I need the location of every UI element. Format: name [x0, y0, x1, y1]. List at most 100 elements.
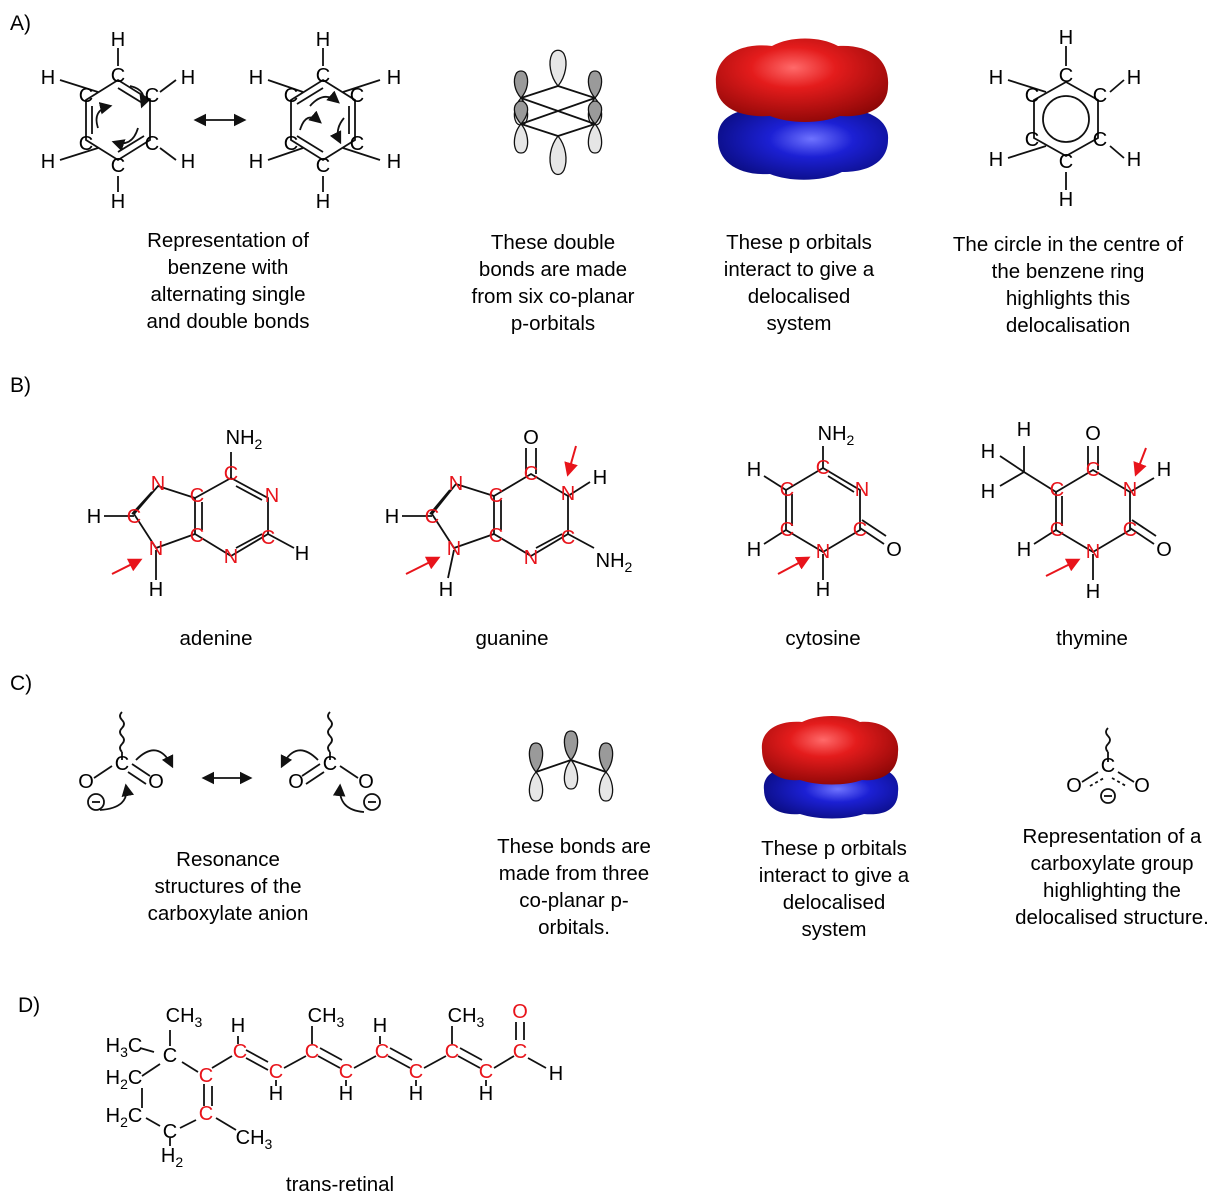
atom-label: H — [181, 151, 195, 173]
atom-label: H — [479, 1083, 493, 1105]
atom-label: H — [593, 467, 607, 489]
atom-label-red: C — [816, 457, 830, 479]
atom-label: H — [1086, 581, 1100, 603]
atom-label-red: C — [489, 525, 503, 547]
panel-label-c: C) — [10, 672, 32, 695]
caption-adenine: adenine — [180, 627, 253, 650]
atom-label: C — [350, 133, 364, 155]
atom-label-red: C — [269, 1061, 283, 1083]
atom-label: H — [1127, 67, 1141, 89]
atom-label: H — [1157, 459, 1171, 481]
atom-label-red: C — [853, 519, 867, 541]
atom-label: H — [439, 579, 453, 601]
atom-label-red: C — [1050, 519, 1064, 541]
atom-label: C — [316, 65, 330, 87]
atom-label: H — [981, 481, 995, 503]
atom-label-red: O — [512, 1001, 528, 1023]
atom-label: H2 — [161, 1145, 183, 1170]
atom-label: C — [1093, 129, 1107, 151]
atom-label: C — [79, 85, 93, 107]
atom-label-red: C — [1050, 479, 1064, 501]
atom-label-red: C — [375, 1041, 389, 1063]
atom-label: C — [316, 155, 330, 177]
panel-label-a: A) — [10, 12, 31, 35]
atom-label: C — [79, 133, 93, 155]
atom-label: H3C — [106, 1035, 143, 1060]
atom-label-red: C — [199, 1065, 213, 1087]
atom-label: C — [284, 85, 298, 107]
atom-label-red: C — [409, 1061, 423, 1083]
atom-label: H — [387, 151, 401, 173]
atom-label: NH2 — [226, 427, 263, 452]
atom-label-red: C — [1123, 519, 1137, 541]
caption-cytosine: cytosine — [785, 627, 860, 650]
atom-label: H — [549, 1063, 563, 1085]
atom-label: H — [231, 1015, 245, 1037]
atom-label-red: C — [561, 527, 575, 549]
atom-label: H — [111, 29, 125, 51]
atom-label: O — [358, 771, 374, 793]
atom-label: H — [111, 191, 125, 213]
atom-label: H — [181, 67, 195, 89]
atom-label-red: C — [479, 1061, 493, 1083]
atom-label-red: C — [780, 519, 794, 541]
atom-label: H — [1059, 189, 1073, 211]
atom-label: C — [1025, 129, 1039, 151]
atom-label: O — [1156, 539, 1172, 561]
atom-label-red: N — [561, 483, 575, 505]
p-orbitals-six — [513, 49, 603, 176]
atom-label: H — [816, 579, 830, 601]
atom-label: H — [269, 1083, 283, 1105]
carboxylate-resonance-1 — [87, 711, 174, 811]
atom-label: H — [295, 543, 309, 565]
atom-label: CH3 — [448, 1005, 485, 1030]
atom-label-red: N — [1086, 541, 1100, 563]
atom-label: C — [163, 1045, 177, 1067]
atom-label-red: C — [513, 1041, 527, 1063]
benzene-delocalised-circle — [1007, 46, 1125, 190]
caption-trans-retinal: trans-retinal — [286, 1173, 394, 1194]
atom-label-red: C — [261, 527, 275, 549]
atom-label: H — [1017, 419, 1031, 441]
atom-label-red: C — [190, 485, 204, 507]
atom-label: H — [339, 1083, 353, 1105]
atom-label: H — [981, 441, 995, 463]
p-orbitals-three — [528, 730, 614, 802]
atom-label: O — [1066, 775, 1082, 797]
atom-label-red: N — [1123, 479, 1137, 501]
atom-label: H — [41, 67, 55, 89]
atom-label: H — [373, 1015, 387, 1037]
atom-label: C — [1059, 65, 1073, 87]
atom-label: C — [323, 753, 337, 775]
atom-label-red: C — [425, 506, 439, 528]
panel-label-d: D) — [18, 994, 40, 1017]
atom-label: H — [747, 539, 761, 561]
carboxylate-resonance-2 — [280, 711, 381, 813]
atom-label: H — [409, 1083, 423, 1105]
atom-label: O — [1085, 423, 1101, 445]
atom-label-red: C — [224, 463, 238, 485]
carboxylate-delocalised — [1081, 727, 1135, 804]
thymine-structure — [999, 446, 1157, 580]
atom-label: H — [249, 67, 263, 89]
atom-label: O — [78, 771, 94, 793]
atom-label: C — [115, 753, 129, 775]
atom-label: H2C — [106, 1105, 143, 1130]
atom-label-red: N — [149, 538, 163, 560]
atom-label-red: C — [190, 525, 204, 547]
atom-label: H — [87, 506, 101, 528]
atom-label: C — [145, 85, 159, 107]
atom-label-red: C — [127, 506, 141, 528]
atom-label-red: C — [305, 1041, 319, 1063]
atom-label: C — [350, 85, 364, 107]
atom-label-red: N — [816, 541, 830, 563]
atom-label: CH3 — [166, 1005, 203, 1030]
